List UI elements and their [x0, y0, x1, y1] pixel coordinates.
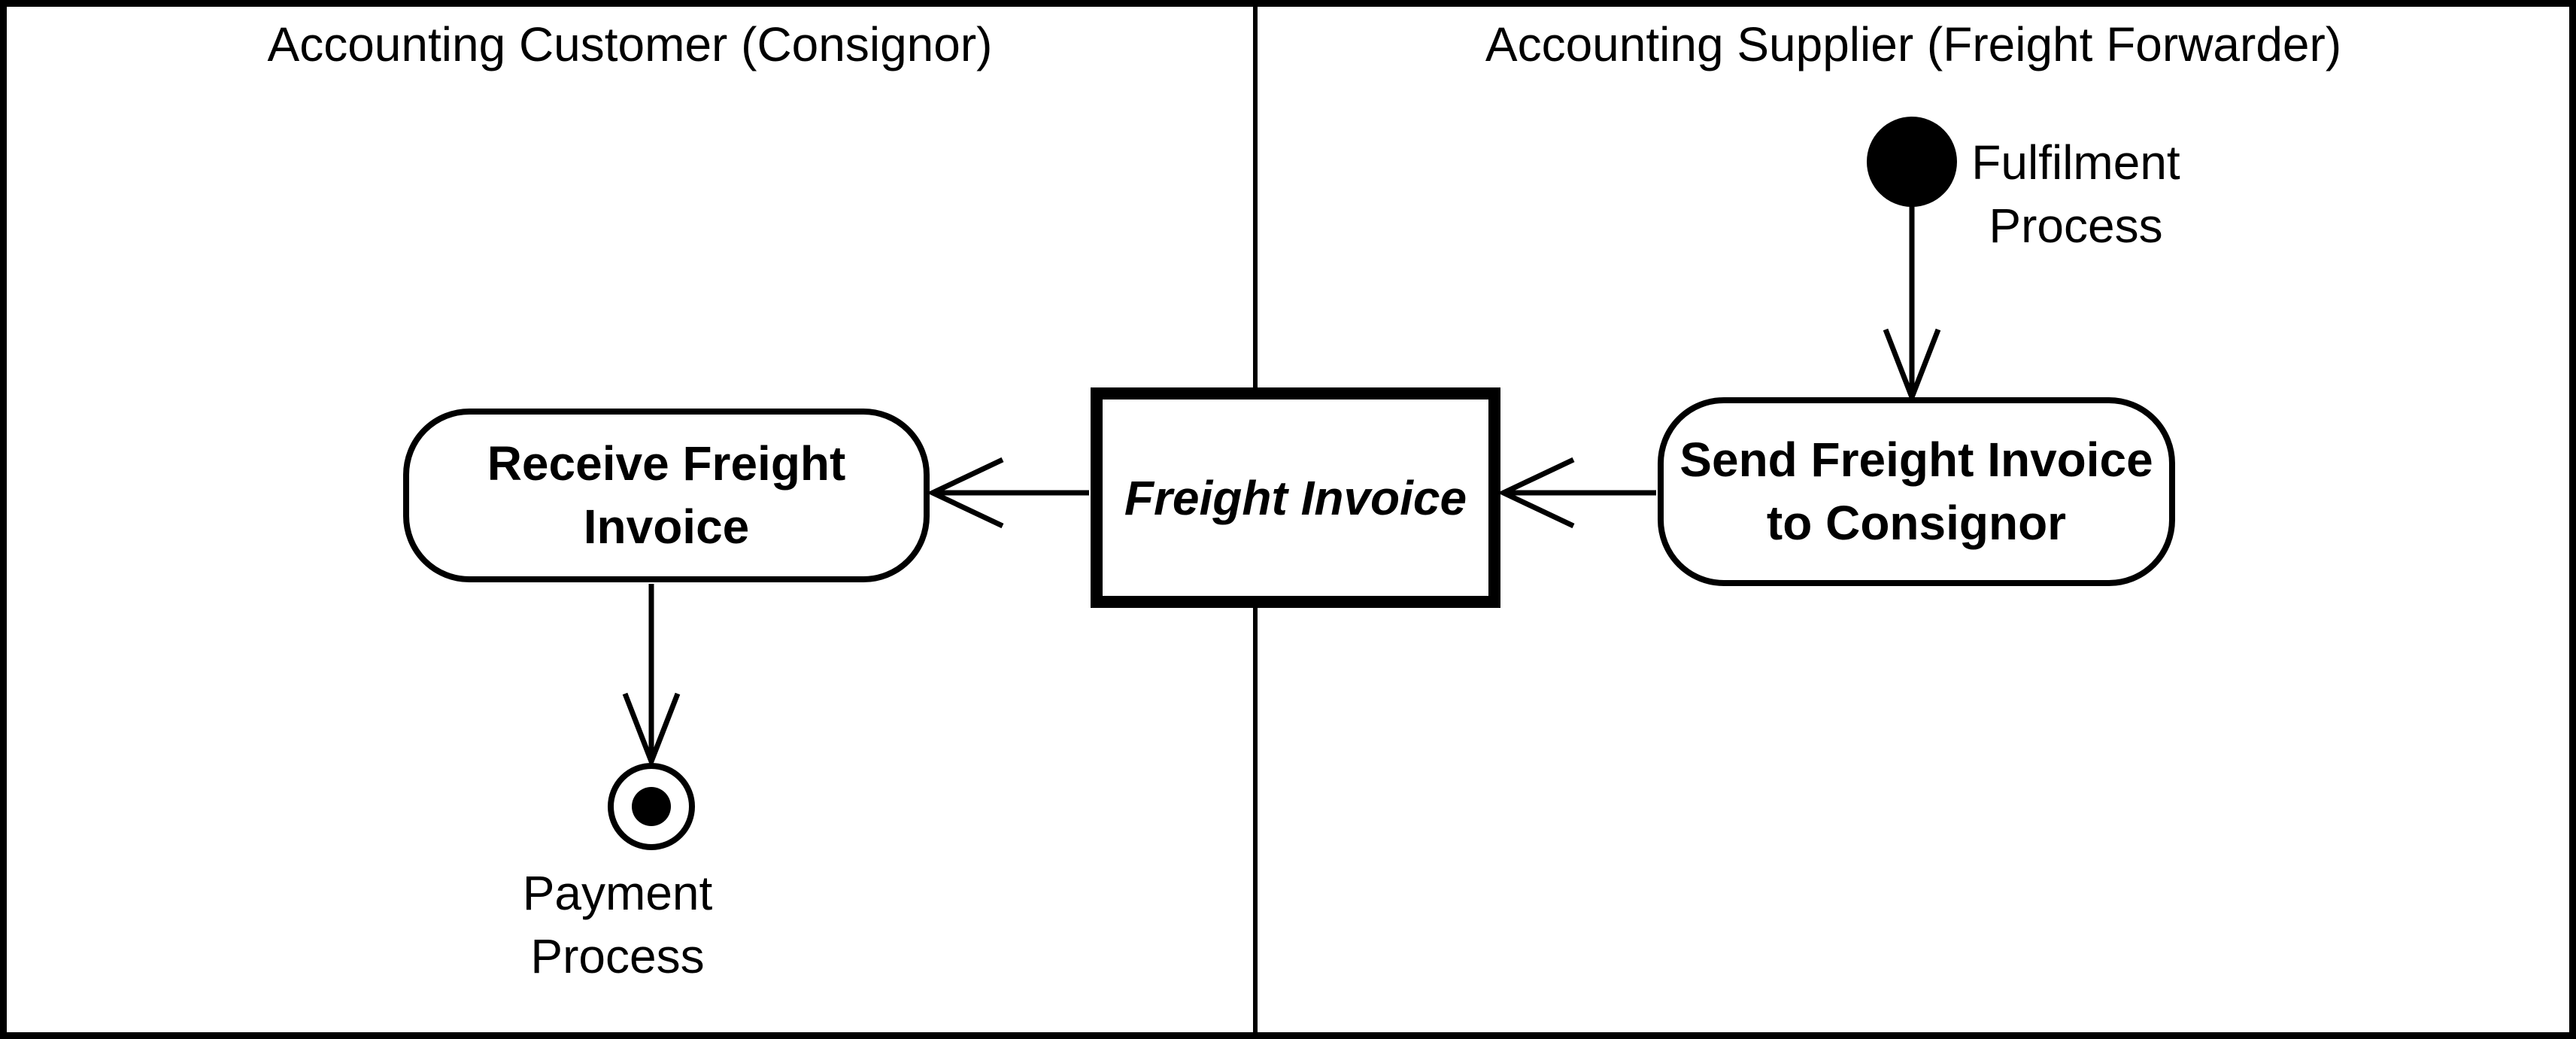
label-line: Receive Freight — [487, 436, 846, 491]
initial-node-icon — [1867, 117, 1957, 207]
object-node-label: Freight Invoice — [1124, 470, 1467, 525]
label-line: to Consignor — [1766, 495, 2067, 550]
label-line: Send Freight Invoice — [1679, 433, 2153, 488]
edge-receive-to-end-arrow — [622, 584, 681, 769]
action-node-receive-freight-invoice: Receive Freight Invoice — [403, 409, 930, 582]
activity-final-node-icon — [608, 763, 695, 850]
label-line: Fulfilment — [1971, 135, 2180, 190]
edge-send-to-invoice-arrow — [1497, 457, 1656, 529]
final-node-label: Payment Process — [501, 861, 734, 989]
action-node-label: Send Freight Invoice to Consignor — [1679, 429, 2153, 554]
label-line: Payment — [522, 866, 713, 920]
edge-invoice-to-receive-arrow — [926, 457, 1089, 529]
lane-title-accounting-customer: Accounting Customer (Consignor) — [267, 17, 993, 71]
label-line: Process — [1989, 199, 2163, 254]
initial-node-label: Fulfilment Process — [1956, 131, 2196, 258]
action-node-send-freight-invoice: Send Freight Invoice to Consignor — [1658, 397, 2175, 586]
object-node-freight-invoice: Freight Invoice — [1091, 387, 1500, 608]
lane-title-accounting-supplier: Accounting Supplier (Freight Forwarder) — [1485, 17, 2342, 71]
label-line: Invoice — [583, 499, 750, 554]
action-node-label: Receive Freight Invoice — [487, 433, 846, 557]
edge-start-to-send-arrow — [1883, 205, 1941, 405]
label-line: Process — [530, 929, 705, 984]
